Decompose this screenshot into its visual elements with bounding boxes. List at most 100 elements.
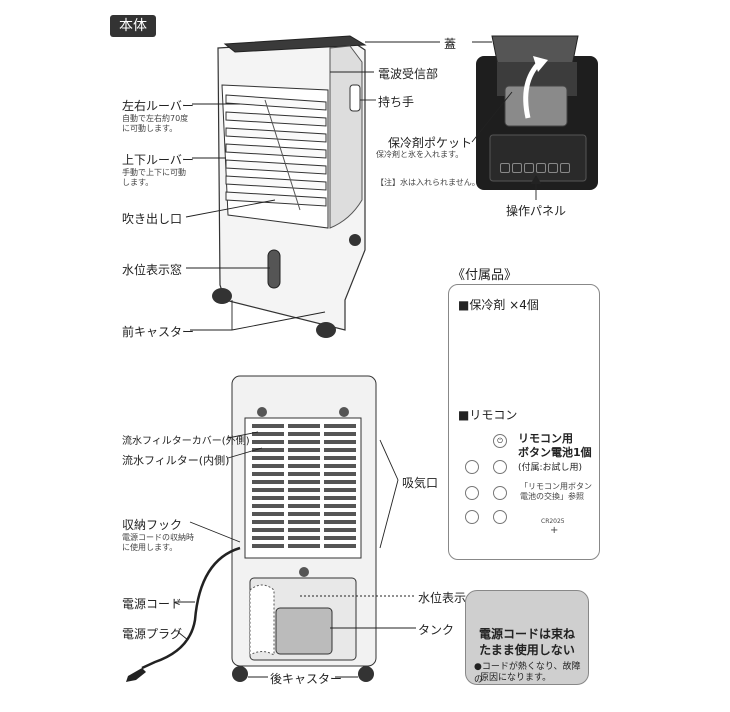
grille-slot xyxy=(252,504,284,508)
remote-power-button: ⏻ xyxy=(493,434,507,448)
label-water-level: 水位表示 xyxy=(418,591,467,605)
label-intake: 吸気口 xyxy=(402,476,439,490)
grille-slot xyxy=(288,432,320,436)
label-lid: 蓋 xyxy=(444,37,457,51)
label-filter-inner: 流水フィルター(内側) xyxy=(122,454,230,467)
note-up-down-louver-2: します。 xyxy=(122,178,154,187)
grille-slot xyxy=(324,456,356,460)
grille-slot xyxy=(324,440,356,444)
grille-slot xyxy=(324,424,356,428)
grille-slot xyxy=(288,488,320,492)
grille-slot xyxy=(324,496,356,500)
label-handle: 持ち手 xyxy=(378,95,415,109)
grille-slot xyxy=(252,464,284,468)
warning-body-2: 原因になります。 xyxy=(480,673,552,683)
grille-slot xyxy=(288,528,320,532)
grille-slot xyxy=(324,504,356,508)
ref-battery-2: 電池の交換」参照 xyxy=(520,492,584,501)
coin-battery-label: CR2025 xyxy=(541,518,565,525)
panel-button xyxy=(560,163,570,173)
grille-slot xyxy=(288,536,320,540)
panel-button xyxy=(536,163,546,173)
grille-slot xyxy=(252,544,284,548)
label-pocket: 保冷剤ポケット xyxy=(388,136,473,150)
grille-slot xyxy=(288,456,320,460)
note-up-down-louver-1: 手動で上下に可動 xyxy=(122,168,186,177)
grille-slot xyxy=(252,520,284,524)
grille-slot xyxy=(252,424,284,428)
grille-slot xyxy=(288,512,320,516)
grille-slot xyxy=(252,432,284,436)
remote-button xyxy=(493,460,507,474)
grille-slot xyxy=(252,496,284,500)
grille-slot xyxy=(324,512,356,516)
grille-slot xyxy=(324,464,356,468)
label-outlet: 吹き出し口 xyxy=(122,212,183,226)
grille-slot xyxy=(324,544,356,548)
grille-slot xyxy=(288,448,320,452)
grille-slot xyxy=(288,504,320,508)
label-water-window: 水位表示窓 xyxy=(122,263,183,277)
label-battery-2: ボタン電池1個 xyxy=(518,446,592,459)
panel-button xyxy=(512,163,522,173)
grille-slot xyxy=(252,488,284,492)
grille-slot xyxy=(288,544,320,548)
grille-slot xyxy=(324,488,356,492)
warning-title-1: 電源コードは束ね xyxy=(478,627,575,641)
front-unit-illustration xyxy=(212,35,367,338)
grille-slot xyxy=(288,480,320,484)
label-hook: 収納フック xyxy=(122,518,183,532)
accessories-title: 《付属品》 xyxy=(452,268,518,283)
grille-slot xyxy=(252,528,284,532)
grille-slot xyxy=(252,512,284,516)
back-unit-illustration xyxy=(126,375,377,682)
remote-button xyxy=(493,486,507,500)
grille-slot xyxy=(252,456,284,460)
label-battery-1: リモコン用 xyxy=(518,432,573,445)
lid-inset-illustration xyxy=(476,35,598,190)
grille-slot xyxy=(324,472,356,476)
grille-slot xyxy=(324,536,356,540)
grille-slot xyxy=(288,520,320,524)
grille-slot xyxy=(252,472,284,476)
label-control-panel: 操作パネル xyxy=(506,204,567,218)
warning-body-1: ●コードが熱くなり、故障の xyxy=(474,662,581,685)
note-no-water: 【注】水は入れられません。 xyxy=(376,178,480,187)
note-pocket: 保冷剤と氷を入れます。 xyxy=(376,150,464,159)
remote-button xyxy=(493,510,507,524)
grille-slot xyxy=(324,448,356,452)
panel-button xyxy=(524,163,534,173)
remote-button xyxy=(465,486,479,500)
label-filter-cover: 流水フィルターカバー(外側) xyxy=(122,436,250,447)
label-tank: タンク xyxy=(418,623,455,637)
grille-slot xyxy=(324,528,356,532)
remote-button xyxy=(465,460,479,474)
panel-button xyxy=(500,163,510,173)
label-left-right-louver: 左右ルーバー xyxy=(122,99,194,113)
grille-slot xyxy=(288,464,320,468)
label-rear-caster: 後キャスター xyxy=(270,672,343,686)
grille-slot xyxy=(252,536,284,540)
note-left-right-louver-2: に可動します。 xyxy=(122,124,178,133)
label-plug: 電源プラグ xyxy=(122,627,183,641)
warning-title-2: たまま使用しない xyxy=(479,643,575,657)
label-front-caster: 前キャスター xyxy=(122,325,195,339)
grille-slot xyxy=(324,480,356,484)
note-hook-2: に使用します。 xyxy=(122,543,178,552)
grille-slot xyxy=(288,472,320,476)
remote-button xyxy=(465,510,479,524)
grille-slot xyxy=(288,440,320,444)
grille-slot xyxy=(324,432,356,436)
label-ice-pack: ■保冷剤 ×4個 xyxy=(458,298,539,312)
note-left-right-louver-1: 自動で左右約70度 xyxy=(122,114,189,123)
section-badge: 本体 xyxy=(110,15,156,37)
label-battery-3: (付属:お試し用) xyxy=(518,463,583,473)
coin-battery-plus: + xyxy=(550,525,559,536)
note-hook-1: 電源コードの収納時 xyxy=(122,533,194,542)
label-receiver: 電波受信部 xyxy=(378,67,439,81)
ref-battery-1: 「リモコン用ボタン xyxy=(520,482,592,491)
grille-slot xyxy=(324,520,356,524)
grille-slot xyxy=(252,448,284,452)
label-cord: 電源コード xyxy=(122,597,183,611)
